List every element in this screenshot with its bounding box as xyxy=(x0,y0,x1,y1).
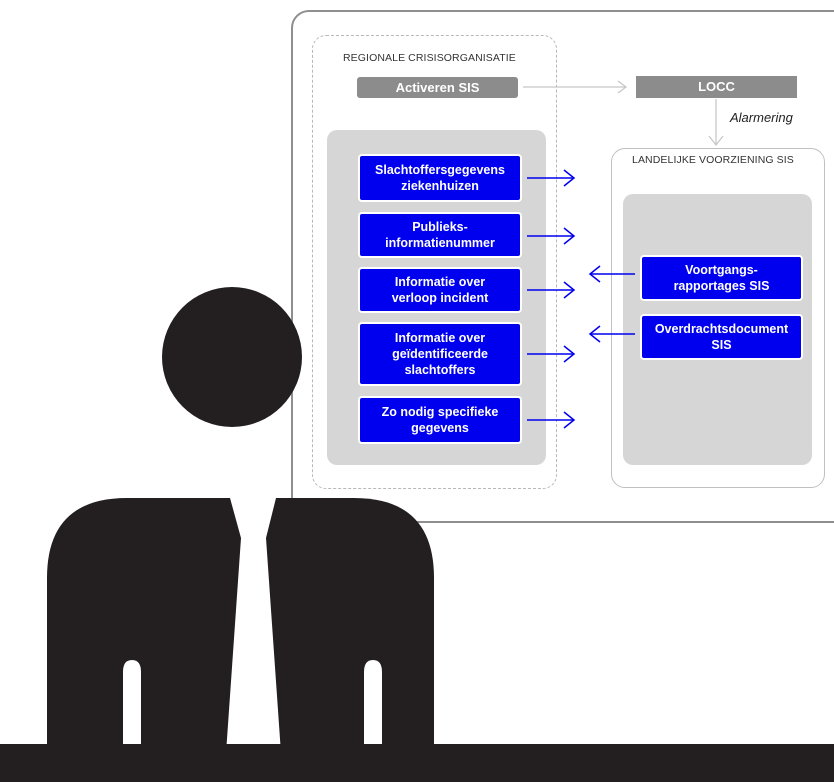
arrow-left-2 xyxy=(588,325,635,343)
national-panel-title: LANDELIJKE VOORZIENING SIS xyxy=(632,154,794,166)
national-item-handover-document: Overdrachtsdocument SIS xyxy=(640,314,803,360)
locc-box: LOCC xyxy=(636,76,797,98)
arrow-right-5 xyxy=(527,411,576,429)
regional-item-identified-victims: Informatie over geïdentificeerde slachto… xyxy=(358,322,522,386)
national-item-progress-reports: Voortgangs- rapportages SIS xyxy=(640,255,803,301)
arrow-right-1 xyxy=(527,169,576,187)
regional-item-label: Informatie over geïdentificeerde slachto… xyxy=(392,331,488,377)
arrow-left-1 xyxy=(588,265,635,283)
arrow-right-4 xyxy=(527,345,576,363)
regional-panel-title: REGIONALE CRISISORGANISATIE xyxy=(343,52,516,64)
regional-item-label: Slachtoffersgegevens ziekenhuizen xyxy=(375,163,505,193)
arrow-activate-to-locc xyxy=(523,80,628,94)
regional-item-victims-hospitals: Slachtoffersgegevens ziekenhuizen xyxy=(358,154,522,202)
arrow-locc-to-national xyxy=(708,99,724,147)
regional-item-incident-progress: Informatie over verloop incident xyxy=(358,267,522,313)
activate-sis-box: Activeren SIS xyxy=(357,77,518,98)
regional-item-label: Informatie over verloop incident xyxy=(391,275,489,305)
regional-item-label: Zo nodig specifieke gegevens xyxy=(381,405,499,435)
national-item-label: Voortgangs- rapportages SIS xyxy=(673,263,770,293)
alarm-label: Alarmering xyxy=(730,110,793,125)
regional-item-public-info-number: Publieks- informatienummer xyxy=(358,212,522,258)
national-item-label: Overdrachtsdocument SIS xyxy=(654,322,789,352)
regional-panel xyxy=(312,35,557,489)
arrow-right-2 xyxy=(527,227,576,245)
regional-item-label: Publieks- informatienummer xyxy=(385,220,495,250)
regional-item-specific-data: Zo nodig specifieke gegevens xyxy=(358,396,522,444)
arrow-right-3 xyxy=(527,281,576,299)
